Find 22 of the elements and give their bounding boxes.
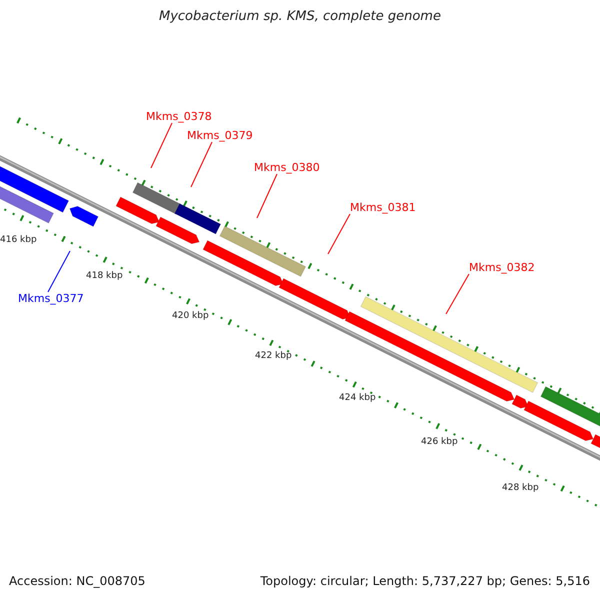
position-label: 428 kbp <box>502 483 539 494</box>
position-label: 418 kbp <box>86 271 123 282</box>
leader-line <box>190 142 212 188</box>
leader-line <box>48 250 70 292</box>
gene-label: Mkms_0380 <box>254 161 320 174</box>
gene-label: Mkms_0381 <box>350 201 416 214</box>
leader-line <box>150 122 172 168</box>
position-label: 420 kbp <box>172 311 209 322</box>
footer-text: Topology: circular; Length: 5,737,227 bp; Genes: 5,516 <box>260 574 590 589</box>
chart-title: Mycobacterium sp. KMS, complete genome <box>158 9 442 24</box>
position-label: 416 kbp <box>0 235 37 246</box>
position-label: 424 kbp <box>339 393 376 404</box>
gene-label: Mkms_0377 <box>18 292 84 305</box>
position-label: 426 kbp <box>421 437 458 448</box>
leader-line <box>256 174 278 218</box>
leader-line <box>328 214 350 254</box>
gene-label: Mkms_0382 <box>469 261 535 274</box>
gene-label: Mkms_0378 <box>146 110 212 123</box>
gene-label: Mkms_0379 <box>187 129 253 142</box>
footer-text: Accession: NC_008705 <box>9 574 146 589</box>
leader-line <box>446 274 470 314</box>
position-label: 422 kbp <box>255 351 292 362</box>
